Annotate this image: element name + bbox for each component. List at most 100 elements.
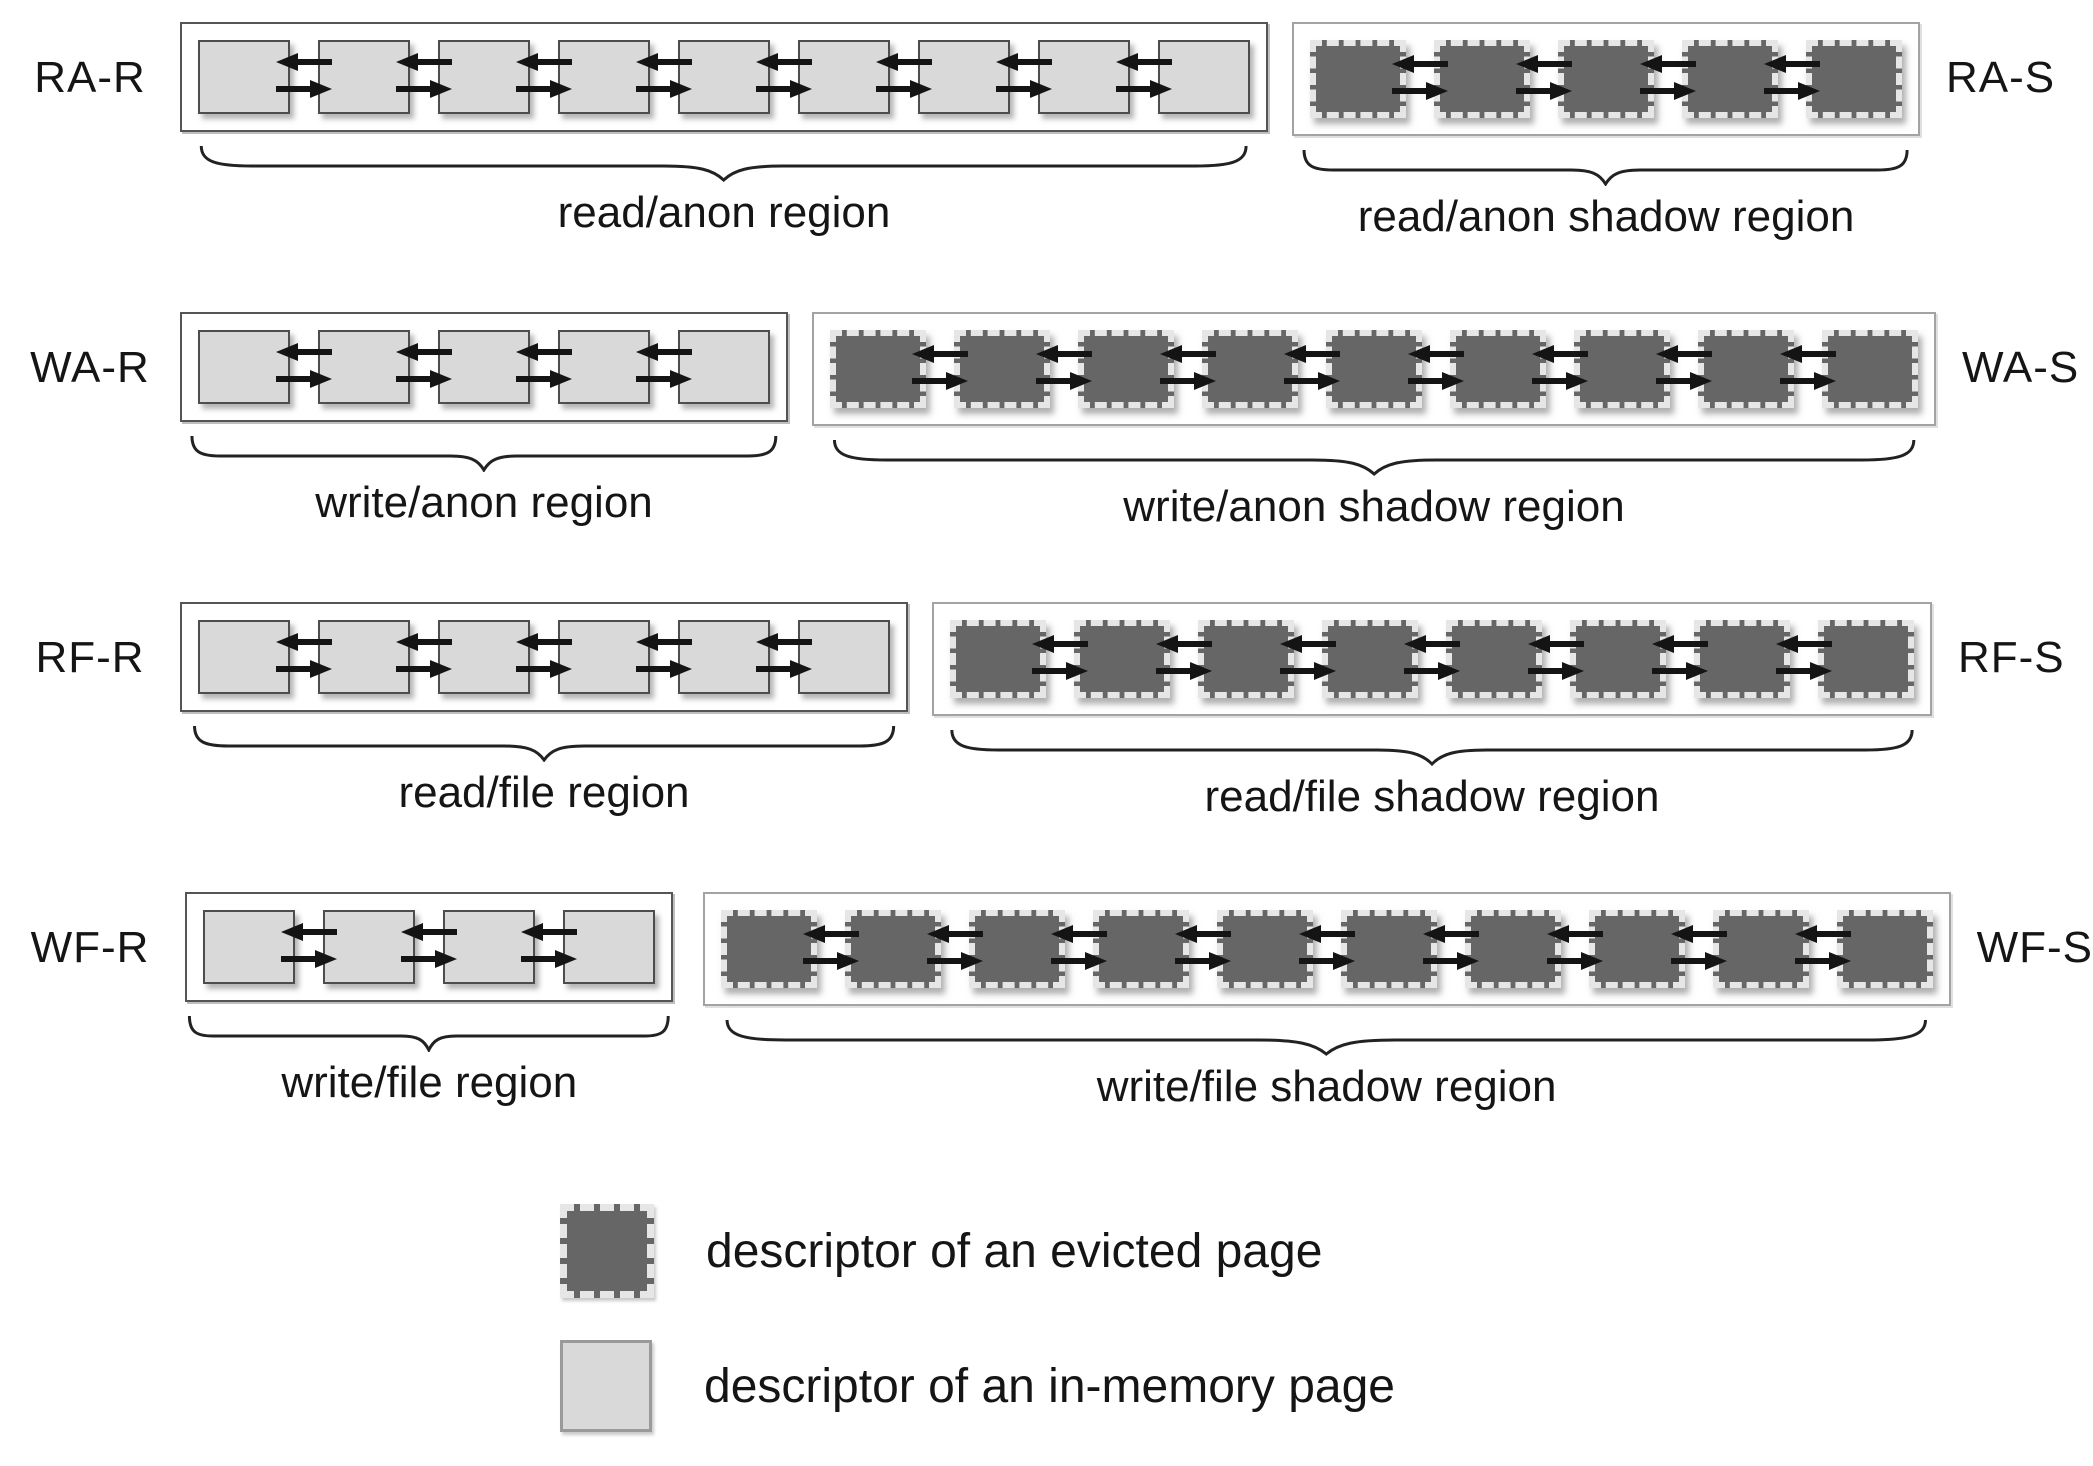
doubly-linked-arrows-icon	[925, 924, 985, 975]
doubly-linked-arrows-icon	[754, 632, 814, 683]
legend: descriptor of an evicted page descriptor…	[560, 1204, 2093, 1432]
region-column: read/anon region	[180, 22, 1268, 238]
doubly-linked-arrows-icon	[519, 922, 579, 973]
in-memory-page-descriptor	[558, 330, 650, 404]
shadow-region-container	[932, 602, 1932, 716]
doubly-linked-arrows-icon	[634, 52, 694, 103]
in-memory-page-descriptor	[798, 40, 890, 114]
evicted-page-descriptor	[1694, 620, 1790, 698]
in-memory-page-descriptor	[918, 40, 1010, 114]
evicted-page-descriptor	[954, 330, 1050, 408]
in-memory-page-descriptor	[318, 330, 410, 404]
curly-brace-icon	[189, 432, 779, 472]
doubly-linked-arrows-icon	[634, 342, 694, 393]
in-memory-page-descriptor	[203, 910, 296, 984]
evicted-page-descriptor	[1074, 620, 1170, 698]
doubly-linked-arrows-icon	[274, 342, 334, 393]
in-memory-page-descriptor	[1158, 40, 1250, 114]
evicted-page-descriptor	[720, 910, 817, 988]
doubly-linked-arrows-icon	[1114, 52, 1174, 103]
evicted-page-descriptor	[950, 620, 1046, 698]
in-memory-page-descriptor	[678, 620, 770, 694]
in-memory-page-descriptor	[678, 40, 770, 114]
evicted-page-descriptor	[1216, 910, 1313, 988]
evicted-page-descriptor	[1806, 40, 1902, 118]
region-left-label: RA-R	[34, 53, 146, 102]
doubly-linked-arrows-icon	[1793, 924, 1853, 975]
region-row: RF-R read/file region read/file shadow reg…	[0, 602, 2093, 822]
doubly-linked-arrows-icon	[994, 52, 1054, 103]
evicted-page-descriptor	[1340, 910, 1437, 988]
doubly-linked-arrows-icon	[274, 52, 334, 103]
doubly-linked-arrows-icon	[1762, 54, 1822, 105]
evicted-page-descriptor	[1698, 330, 1794, 408]
evicted-page-descriptor	[1818, 620, 1914, 698]
in-memory-page-descriptor	[678, 330, 770, 404]
region-left-label: RF-R	[35, 633, 145, 682]
doubly-linked-arrows-icon	[1049, 924, 1109, 975]
shadow-region-caption: write/file shadow region	[1096, 1062, 1557, 1111]
in-memory-page-descriptor	[798, 620, 890, 694]
in-memory-page-descriptor	[198, 330, 290, 404]
evicted-page-descriptor	[1558, 40, 1654, 118]
curly-brace-icon	[721, 1016, 1932, 1056]
doubly-linked-arrows-icon	[1282, 344, 1342, 395]
evicted-page-descriptor	[1078, 330, 1174, 408]
shadow-region-container	[702, 892, 1951, 1006]
in-memory-page-descriptor	[438, 330, 530, 404]
evicted-page-descriptor	[1092, 910, 1189, 988]
in-memory-page-descriptor	[318, 40, 410, 114]
region-column: read/file region	[180, 602, 908, 818]
evicted-page-descriptor	[1326, 330, 1422, 408]
doubly-linked-arrows-icon	[279, 922, 339, 973]
doubly-linked-arrows-icon	[394, 52, 454, 103]
region-column: write/anon region	[180, 312, 788, 528]
region-caption: read/anon region	[557, 188, 891, 237]
page-descriptor-diagram: RA-R read/anon region read/anon shadow reg…	[0, 22, 2093, 1432]
shadow-region-caption: read/anon shadow region	[1357, 192, 1855, 241]
in-memory-page-descriptor	[438, 40, 530, 114]
region-row: RA-R read/anon region read/anon shadow reg…	[0, 22, 2093, 242]
evicted-page-descriptor	[830, 330, 926, 408]
doubly-linked-arrows-icon	[1526, 634, 1586, 685]
doubly-linked-arrows-icon	[1278, 634, 1338, 685]
region-container	[180, 602, 908, 712]
in-memory-page-descriptor	[323, 910, 416, 984]
doubly-linked-arrows-icon	[394, 632, 454, 683]
evicted-page-descriptor	[1202, 330, 1298, 408]
evicted-page-descriptor	[1588, 910, 1685, 988]
doubly-linked-arrows-icon	[514, 52, 574, 103]
doubly-linked-arrows-icon	[394, 342, 454, 393]
region-right-label: RF-S	[1958, 633, 2065, 682]
doubly-linked-arrows-icon	[1669, 924, 1729, 975]
in-memory-page-descriptor	[558, 620, 650, 694]
region-container	[185, 892, 674, 1002]
doubly-linked-arrows-icon	[1158, 344, 1218, 395]
in-memory-page-descriptor	[558, 40, 650, 114]
doubly-linked-arrows-icon	[1530, 344, 1590, 395]
shadow-region-caption: read/file shadow region	[1204, 772, 1660, 821]
doubly-linked-arrows-icon	[514, 342, 574, 393]
in-memory-page-descriptor	[198, 40, 290, 114]
shadow-region-column: write/file shadow region	[702, 892, 1951, 1112]
region-column: write/file region	[180, 892, 679, 1108]
doubly-linked-arrows-icon	[1297, 924, 1357, 975]
region-right-label: RA-S	[1946, 53, 2056, 102]
doubly-linked-arrows-icon	[801, 924, 861, 975]
shadow-region-container	[1292, 22, 1920, 136]
doubly-linked-arrows-icon	[1638, 54, 1698, 105]
doubly-linked-arrows-icon	[1173, 924, 1233, 975]
region-caption: read/file region	[398, 768, 690, 817]
curly-brace-icon	[196, 142, 1251, 182]
legend-label-in-memory: descriptor of an in-memory page	[704, 1359, 1395, 1413]
region-container	[180, 22, 1268, 132]
legend-label-evicted: descriptor of an evicted page	[706, 1224, 1323, 1278]
evicted-page-descriptor	[1310, 40, 1406, 118]
in-memory-page-descriptor	[1038, 40, 1130, 114]
region-caption: write/anon region	[315, 478, 653, 527]
region-right-label: WF-S	[1976, 923, 2093, 972]
curly-brace-icon	[191, 722, 897, 762]
region-container	[180, 312, 788, 422]
